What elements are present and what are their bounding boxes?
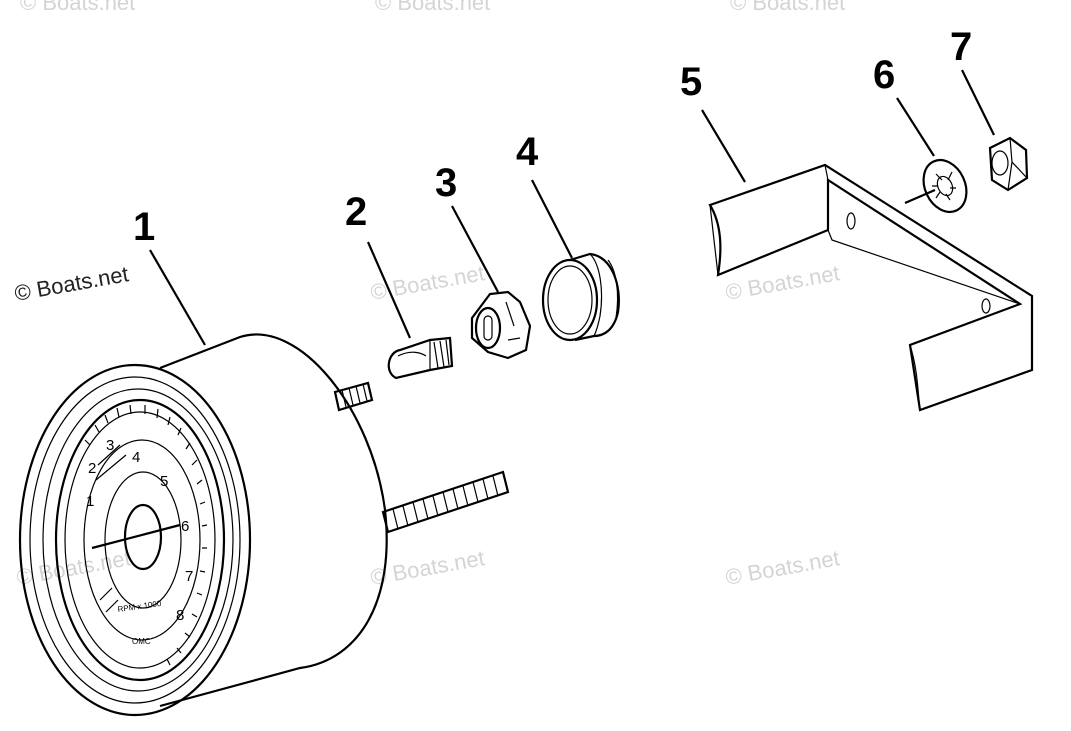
leader-line-3 [451,205,499,293]
callout-1: 1 [133,205,155,249]
leader-line-1 [149,249,206,346]
part-6-lock-washer [922,159,968,213]
callout-2: 2 [345,190,367,234]
leader-line-4 [531,179,573,259]
part-5-bracket [708,163,1034,412]
dial-number: 1 [86,493,94,510]
part-1-tachometer: 1 2 3 4 5 6 7 8 RPM x 1000 OMC [18,333,510,717]
leader-line-5 [701,109,746,183]
dial-number: 2 [88,460,96,477]
mounting-stud [381,470,510,534]
callout-4: 4 [516,130,539,174]
callout-5: 5 [680,60,702,104]
dial-number: 6 [181,518,189,535]
watermark: © Boats.net [375,0,490,15]
watermark: © Boats.net [724,545,842,590]
dial-caption: RPM x 1000 [117,599,162,614]
watermark-group: © Boats.net © Boats.net © Boats.net © Bo… [15,0,846,590]
part-7-hex-nut [988,136,1029,192]
mounting-stud [333,381,374,412]
leader-line-6 [896,97,935,157]
leader-line-7 [961,69,995,136]
leader-line-6b [904,188,936,205]
part-4-grommet [541,252,620,342]
watermark-main: © Boats.net [13,261,131,306]
dial-number: 4 [132,449,140,466]
callout-3: 3 [435,161,457,205]
dial-number: 3 [106,437,114,454]
dial-brand: OMC [132,637,151,646]
part-3-socket [470,290,532,360]
watermark: © Boats.net [730,0,845,15]
leader-line-2 [366,241,412,339]
dial-number: 8 [176,607,184,624]
leader-lines [149,69,995,346]
watermark: © Boats.net [724,260,842,305]
callout-numbers: 1 2 3 4 5 6 7 [133,25,972,249]
watermark: © Boats.net [15,545,133,590]
part-2-bulb [387,336,454,380]
callout-7: 7 [950,25,972,69]
dial-number: 5 [160,473,168,490]
dial-number: 7 [185,568,193,585]
watermark: © Boats.net [20,0,135,15]
callout-6: 6 [873,53,895,97]
